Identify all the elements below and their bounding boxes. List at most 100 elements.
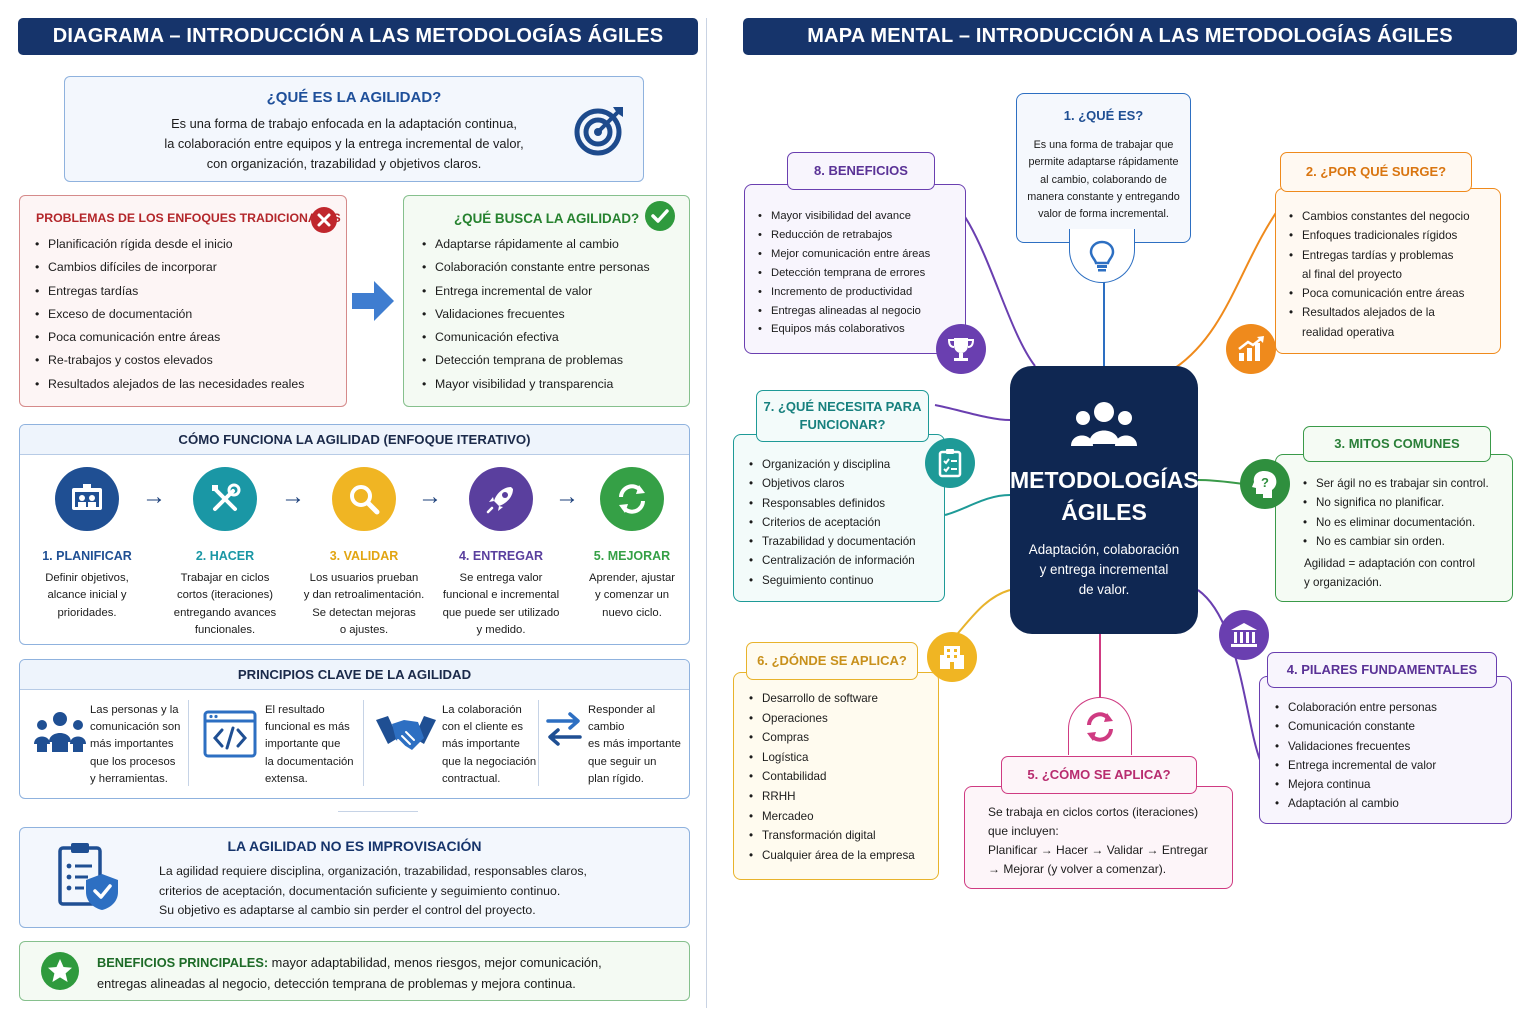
list-item: Mejor comunicación entre áreas (757, 245, 930, 264)
central-title-line: ÁGILES (1061, 499, 1147, 525)
list-item: Entrega incremental de valor (421, 280, 650, 304)
target-icon (574, 107, 623, 156)
not-improvisation-box: LA AGILIDAD NO ES IMPROVISACIÓN La agili… (19, 827, 690, 928)
node-title: 7. ¿QUÉ NECESITA PARA FUNCIONAR? (756, 390, 929, 442)
list-item-continuation: realidad operativa (1302, 325, 1395, 339)
principle-line: con el cliente es (442, 721, 524, 734)
list-item: Entregas alineadas al negocio (757, 302, 930, 321)
list-item: Poca comunicación entre áreas (1288, 284, 1470, 304)
list-item: Cambios constantes del negocio (1288, 207, 1470, 227)
node-line: al cambio, colaborando de (1040, 173, 1167, 186)
list-item: Operaciones (748, 709, 915, 729)
connector-n7b (934, 404, 1011, 421)
note-line: y organización. (1304, 576, 1382, 590)
tools-icon (193, 467, 257, 531)
magnifier-icon (332, 467, 396, 531)
principle-line: es más importante (588, 738, 681, 751)
step-plan: 1. PLANIFICAR Definir objetivos, alcance… (20, 467, 154, 622)
list-item: RRHH (748, 787, 915, 807)
growth-chart-icon (1226, 324, 1276, 374)
plan-icon (55, 467, 119, 531)
not-improv-line: Su objetivo es adaptarse al cambio sin p… (159, 903, 536, 917)
benefits-lead: BENEFICIOS PRINCIPALES: (97, 955, 269, 970)
step-line: funcionales. (194, 623, 256, 636)
step-label: 5. MEJORAR (593, 549, 671, 563)
step-description: Aprender, ajustar y comenzar un nuevo ci… (565, 570, 699, 622)
step-label: 1. PLANIFICAR (42, 549, 132, 563)
list-item: Responsables definidos (748, 494, 916, 514)
principle-divider (538, 700, 539, 786)
myth-note: Agilidad = adaptación con control y orga… (1304, 554, 1475, 593)
list-item: Criterios de aceptación (748, 513, 916, 533)
principle-line: Las personas y la (90, 704, 179, 716)
list-item: Colaboración constante entre personas (421, 256, 650, 280)
central-subtitle: Adaptación, colaboración y entrega incre… (1010, 540, 1198, 600)
step-arrow-icon: → (281, 483, 305, 510)
star-badge-icon (41, 952, 79, 990)
list-item: Ser ágil no es trabajar sin control. (1302, 474, 1489, 494)
step-line: funcional e incremental (442, 589, 560, 602)
step-line: Aprender, ajustar (588, 572, 676, 584)
principle-people: Las personas y la comunicación son más i… (90, 702, 180, 788)
central-title-line: METODOLOGÍAS (1010, 467, 1199, 493)
list-item: Contabilidad (748, 767, 915, 787)
traditional-problems-box: PROBLEMAS DE LOS ENFOQUES TRADICIONALES … (19, 195, 347, 407)
step-line: Se detectan mejoras (312, 606, 416, 619)
principle-respond-change: Responder al cambio es más importante qu… (588, 702, 689, 788)
error-x-icon (311, 207, 337, 233)
svg-text:?: ? (1261, 475, 1269, 490)
step-line: y medido. (476, 623, 526, 636)
principle-line: que los procesos (90, 755, 176, 768)
list-item: Comunicación constante (1274, 717, 1437, 737)
node-list: Mayor visibilidad del avance Reducción d… (757, 207, 930, 339)
what-is-title: ¿QUÉ ES LA AGILIDAD? (266, 89, 442, 106)
node-list: Organización y disciplina Objetivos clar… (748, 455, 916, 590)
principle-line: plan rígido. (588, 772, 644, 785)
step-description: Se entrega valor funcional e incremental… (434, 570, 568, 639)
left-header: DIAGRAMA – INTRODUCCIÓN A LAS METODOLOGÍ… (18, 18, 698, 55)
step-arrow-icon: → (142, 483, 166, 510)
node-title: 8. BENEFICIOS (787, 152, 935, 190)
list-item: Reducción de retrabajos (757, 226, 930, 245)
node-myths: Ser ágil no es trabajar sin control. No … (1275, 454, 1513, 602)
principle-line: comunicación son (90, 721, 181, 734)
node-title: 2. ¿POR QUÉ SURGE? (1280, 152, 1472, 192)
not-improv-line: La agilidad requiere disciplina, organiz… (159, 864, 587, 878)
list-item: Detección temprana de errores (757, 264, 930, 283)
node-where-apply: Desarrollo de software Operaciones Compr… (733, 672, 939, 880)
node-title: 4. PILARES FUNDAMENTALES (1267, 652, 1497, 688)
list-item: Enfoques tradicionales rígidos (1288, 226, 1470, 246)
right-header: MAPA MENTAL – INTRODUCCIÓN A LAS METODOL… (743, 18, 1517, 55)
step-improve: 5. MEJORAR Aprender, ajustar y comenzar … (565, 467, 699, 622)
principle-line: funcional es más (265, 721, 350, 734)
list-item: Entregas tardías (34, 280, 304, 304)
problems-list: Planificación rígida desde el inicio Cam… (34, 233, 304, 396)
cycle-icon (1068, 697, 1132, 755)
node-line: que incluyen: (988, 824, 1059, 838)
node-title: 5. ¿CÓMO SE APLICA? (1001, 756, 1197, 794)
node-line: Planificar → Hacer → Validar → Entregar (988, 843, 1208, 857)
step-validate: 3. VALIDAR Los usuarios prueban y dan re… (297, 467, 431, 639)
swap-arrows-icon (546, 712, 582, 746)
list-item: Compras (748, 728, 915, 748)
list-item: Mayor visibilidad del avance (757, 207, 930, 226)
principle-line: contractual. (442, 772, 501, 785)
list-item: Incremento de productividad (757, 283, 930, 302)
node-text: Se trabaja en ciclos cortos (iteraciones… (988, 803, 1208, 879)
node-list: Desarrollo de software Operaciones Compr… (748, 689, 915, 865)
node-title: 1. ¿QUÉ ES? (1063, 108, 1144, 123)
list-item: Colaboración entre personas (1274, 698, 1437, 718)
central-sub-line: Adaptación, colaboración (1028, 542, 1180, 557)
list-item: Adaptarse rápidamente al cambio (421, 233, 650, 257)
team-icon (1071, 402, 1137, 446)
step-line: Los usuarios prueban (309, 572, 419, 584)
section-separator (338, 811, 418, 812)
step-line: y comenzar un (594, 589, 670, 602)
list-item: Entrega incremental de valor (1274, 756, 1437, 776)
list-item: Comunicación efectiva (421, 326, 650, 350)
list-item-text: Resultados alejados de la (1302, 306, 1435, 320)
rocket-icon (469, 467, 533, 531)
problems-title: PROBLEMAS DE LOS ENFOQUES TRADICIONALES (36, 211, 341, 225)
node-line: permite adaptarse rápidamente (1028, 156, 1179, 169)
